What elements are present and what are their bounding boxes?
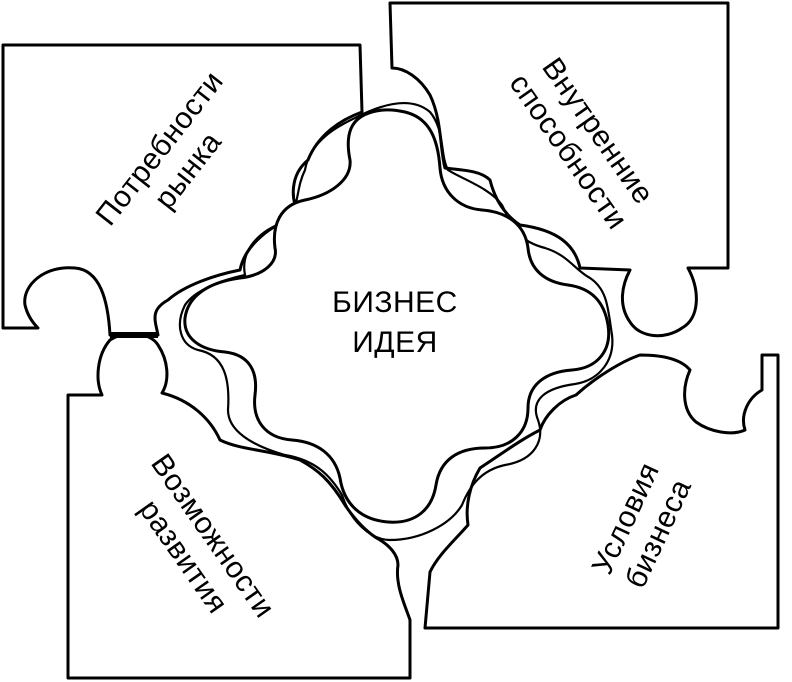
center-label-line1: БИЗНЕС — [332, 286, 458, 319]
puzzle-piece-business-idea — [183, 108, 611, 524]
puzzle-piece-business-conditions — [423, 353, 780, 630]
puzzle-piece-internal-capabilities — [388, 1, 730, 338]
puzzle-piece-market-needs — [1, 43, 364, 337]
center-label-line2: ИДЕЯ — [352, 326, 438, 359]
